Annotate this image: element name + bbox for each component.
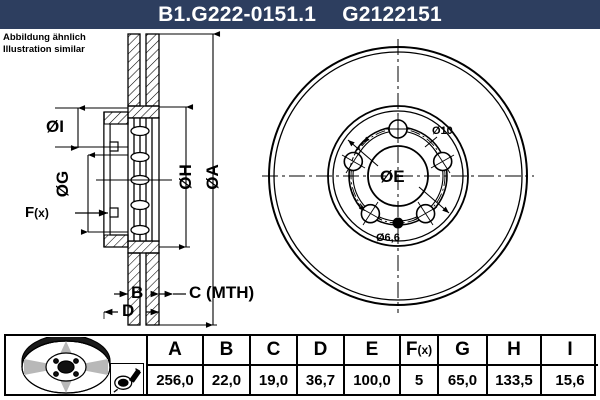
header-d: D	[298, 336, 343, 366]
value-b: 22,0	[211, 371, 242, 389]
label-diameter-i: ØI	[46, 117, 64, 136]
cross-section-view	[96, 33, 172, 326]
label-width-d: D	[122, 301, 135, 320]
value-i: 15,6	[555, 371, 585, 389]
table-column-fx: F(x) 5	[401, 336, 439, 394]
header-g: G	[439, 336, 486, 366]
header-i: I	[542, 336, 598, 366]
label-force-fx: F(x)	[25, 204, 49, 221]
dim-diameter-g	[80, 152, 128, 235]
table-columns: A 256,0 B 22,0 C 19,0 D 36,7 E 100,0 F(x…	[148, 336, 598, 394]
label-width-c: C (MTH)	[189, 283, 255, 302]
center-bore-leader	[347, 139, 450, 214]
dim-diameter-i	[55, 105, 128, 151]
section-dimensions	[55, 31, 221, 328]
table-column-b: B 22,0	[204, 336, 251, 394]
value-fx: 5	[414, 371, 424, 389]
bolt-circle-leader	[348, 136, 438, 212]
header-fx-main: F	[405, 339, 418, 360]
value-g: 65,0	[447, 371, 478, 389]
header-bar: B1.G222-0151.1 G2122151	[0, 0, 600, 29]
table-column-e: E 100,0	[345, 336, 401, 394]
header-fx: F(x)	[401, 336, 437, 366]
label-diameter-h: ØH	[176, 164, 195, 190]
table-column-i: I 15,6	[542, 336, 598, 394]
part-number: B1.G222-0151.1	[158, 3, 317, 26]
label-small-hole-diameter: Ø6,6	[376, 232, 400, 244]
bolt-hole	[413, 201, 438, 226]
header-c: C	[251, 336, 296, 366]
label-bolt-hole-diameter: Ø10	[432, 125, 453, 137]
header-fx-sub: (x)	[417, 343, 433, 357]
label-diameter-a: ØA	[203, 164, 222, 190]
disc-upper-ring	[127, 33, 160, 119]
header-b: B	[204, 336, 249, 366]
table-column-c: C 19,0	[251, 336, 298, 394]
bolt-hole	[341, 149, 366, 174]
table-icon-cell	[6, 336, 148, 395]
value-e: 100,0	[353, 371, 391, 389]
brake-disc-photo	[21, 337, 111, 394]
table-column-h: H 133,5	[488, 336, 542, 394]
dim-diameter-a	[159, 31, 221, 328]
header-a: A	[148, 336, 202, 366]
front-view	[262, 39, 534, 313]
table-column-a: A 256,0	[148, 336, 204, 394]
label-diameter-g: ØG	[53, 170, 72, 198]
dim-width-d	[103, 301, 160, 319]
value-d: 36,7	[305, 371, 336, 389]
dim-diameter-h	[159, 104, 194, 250]
header-e: E	[345, 336, 399, 366]
illustration-note: Abbildung ähnlich Illustration similar	[3, 32, 86, 56]
note-line-english: Illustration similar	[3, 43, 85, 55]
table-column-d: D 36,7	[298, 336, 345, 394]
value-a: 256,0	[156, 371, 194, 389]
drawing-area: ØI ØG F(x) ØH ØA B C (MTH) D Ø10 ØE Ø6,6	[0, 29, 600, 331]
bolt-hole	[430, 149, 455, 174]
reference-number: G2122151	[342, 3, 442, 26]
table-column-g: G 65,0	[439, 336, 488, 394]
micrometer-icon	[110, 363, 144, 395]
bolt-hole-marks	[109, 141, 119, 218]
label-center-bore: ØE	[380, 167, 405, 186]
label-width-b: B	[131, 283, 144, 302]
note-line-german: Abbildung ähnlich	[3, 32, 86, 43]
value-c: 19,0	[258, 371, 289, 389]
header-h: H	[488, 336, 540, 366]
value-h: 133,5	[495, 371, 533, 389]
drawing-svg	[55, 31, 534, 328]
specification-table: A 256,0 B 22,0 C 19,0 D 36,7 E 100,0 F(x…	[4, 334, 598, 396]
